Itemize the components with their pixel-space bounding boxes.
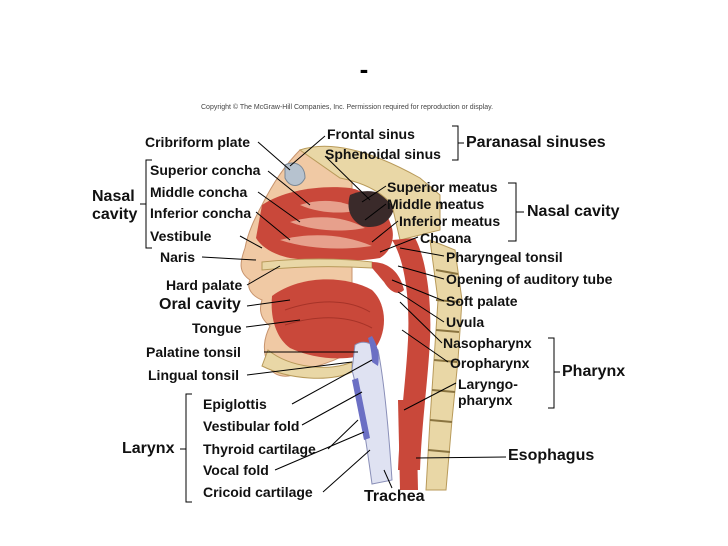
slide-title: -: [359, 54, 369, 84]
epiglottis-shape: [368, 336, 379, 366]
group-brackets: [140, 125, 560, 503]
label-cribriform-plate: Cribriform plate: [145, 134, 251, 150]
label-vestibular-fold: Vestibular fold: [203, 418, 300, 434]
vertebra-lines: [427, 269, 461, 453]
label-hard-palate: Hard palate: [166, 277, 243, 293]
group-label-pharynx: Pharynx: [562, 363, 626, 380]
label-nasopharynx: Nasopharynx: [443, 335, 532, 351]
larynx-trachea: [351, 341, 393, 485]
label-lingual-tonsil: Lingual tonsil: [148, 367, 239, 383]
label-laryngopharynx-line1: Laryngo-: [458, 376, 518, 392]
label-middle-concha: Middle concha: [150, 184, 248, 200]
skull-bone: [298, 145, 441, 241]
label-frontal-sinus: Frontal sinus: [327, 126, 415, 142]
tongue-muscle-lines: [284, 301, 373, 329]
group-label-nasal-cavity: Nasal cavity: [527, 203, 620, 220]
tongue-shape: [271, 279, 384, 359]
label-naris: Naris: [160, 249, 196, 265]
esophagus-shape: [398, 400, 418, 490]
group-label-nasal-cavity-line2: cavity: [92, 206, 138, 223]
label-vestibule: Vestibule: [150, 228, 212, 244]
label-thyroid-cartilage: Thyroid cartilage: [203, 441, 316, 457]
label-inferior-concha: Inferior concha: [150, 205, 252, 221]
inferior-concha-shape: [280, 235, 372, 249]
label-trachea: Trachea: [364, 488, 425, 505]
label-opening-of-auditory-tube: Opening of auditory tube: [446, 271, 613, 287]
group-label-larynx: Larynx: [122, 440, 175, 457]
label-oral-cavity: Oral cavity: [159, 296, 241, 313]
group-label-nasal-cavity-line1: Nasal: [92, 188, 135, 205]
middle-concha-shape: [290, 217, 365, 231]
label-middle-meatus: Middle meatus: [387, 196, 485, 212]
label-cricoid-cartilage: Cricoid cartilage: [203, 484, 313, 500]
group-label-paranasal-sinuses: Paranasal sinuses: [466, 134, 606, 151]
vertebral-column: [425, 239, 463, 491]
label-sphenoidal-sinus: Sphenoidal sinus: [325, 146, 441, 162]
thyroid-cartilage-shape: [352, 378, 370, 440]
label-epiglottis: Epiglottis: [203, 396, 267, 412]
label-tongue: Tongue: [192, 320, 242, 336]
label-choana: Choana: [420, 230, 472, 246]
sphenoidal-sinus-shape: [348, 191, 395, 228]
label-uvula: Uvula: [446, 314, 485, 330]
pharynx-wall: [392, 238, 431, 470]
copyright-notice: Copyright © The McGraw-Hill Companies, I…: [201, 104, 494, 111]
label-vocal-fold: Vocal fold: [203, 462, 269, 478]
label-laryngopharynx-line2: pharynx: [458, 392, 513, 408]
label-soft-palate: Soft palate: [446, 293, 518, 309]
label-palatine-tonsil: Palatine tonsil: [146, 344, 241, 360]
superior-concha-shape: [300, 200, 360, 213]
label-oropharynx: Oropharynx: [450, 355, 530, 371]
frontal-sinus-shape: [284, 162, 306, 186]
soft-palate-shape: [372, 262, 404, 293]
label-esophagus: Esophagus: [508, 447, 595, 464]
label-superior-meatus: Superior meatus: [387, 179, 498, 195]
mandible-bone: [261, 349, 353, 379]
leader-lines: [201, 135, 507, 493]
label-pharyngeal-tonsil: Pharyngeal tonsil: [446, 249, 563, 265]
label-superior-concha: Superior concha: [150, 162, 261, 178]
label-inferior-meatus: Inferior meatus: [399, 213, 501, 229]
